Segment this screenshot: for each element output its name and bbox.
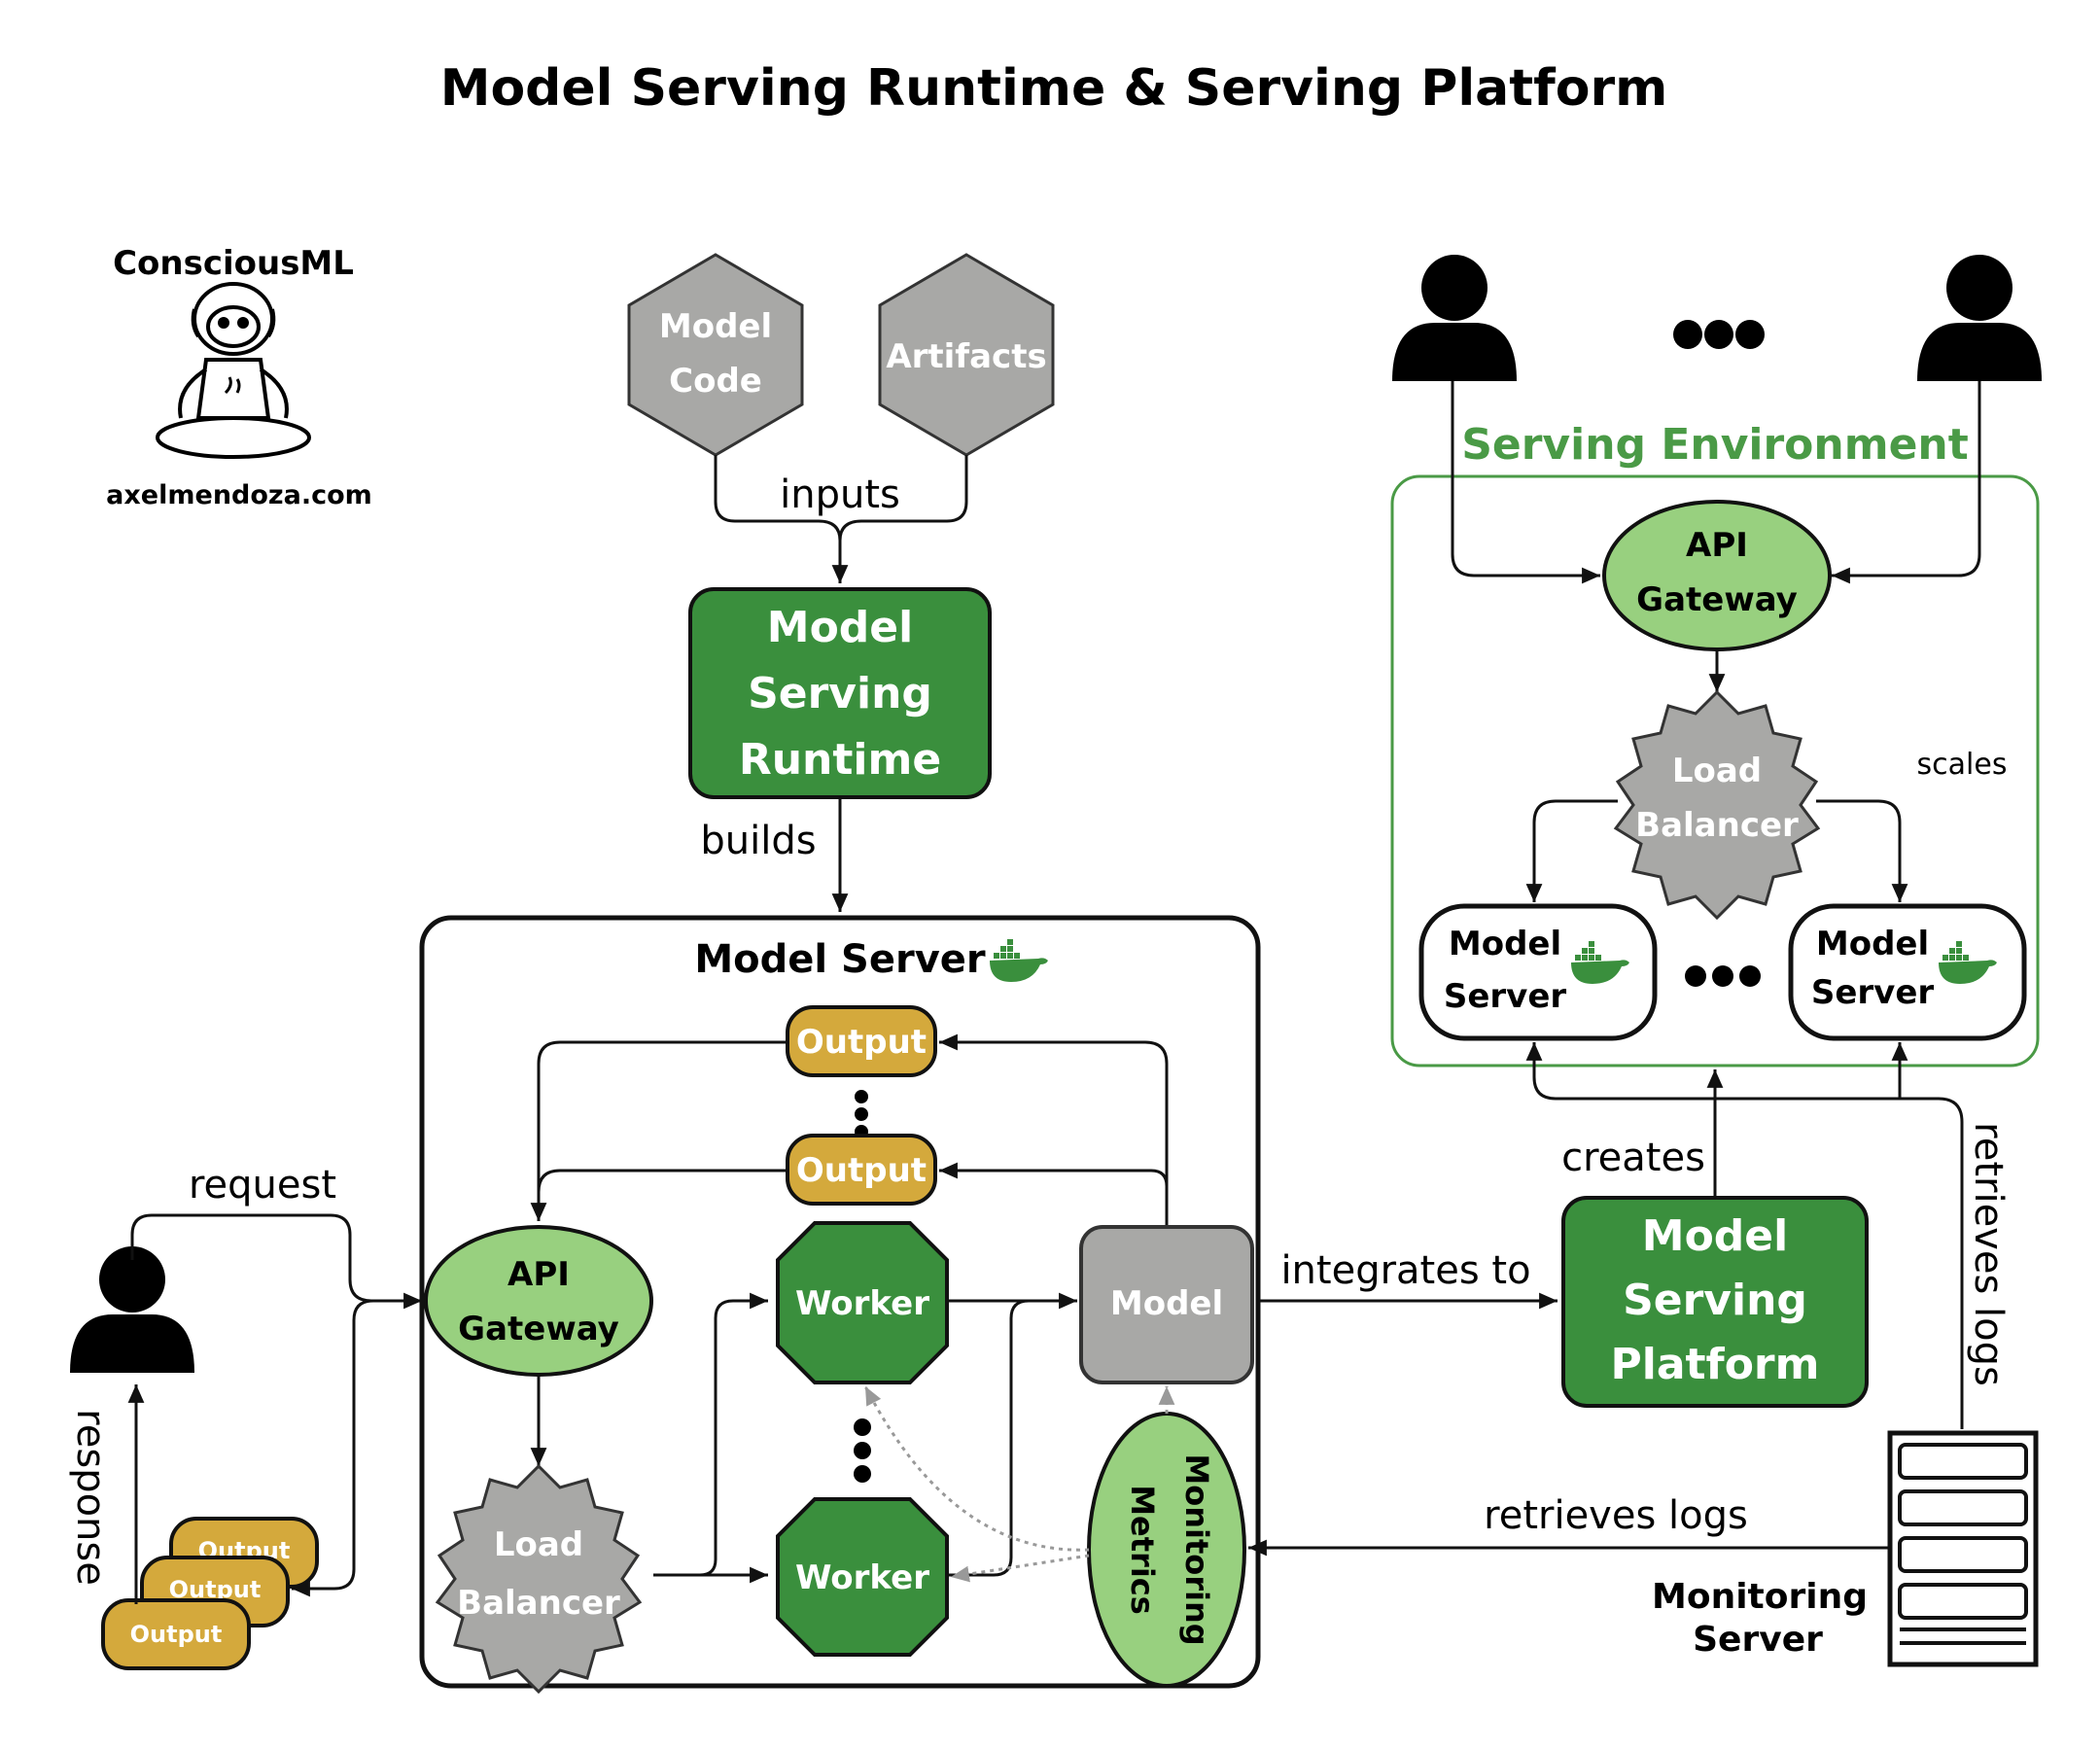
env-model-server-right-line-1: Model [1816, 925, 1929, 963]
retrieves-logs-horizontal-label: retrieves logs [1484, 1493, 1748, 1538]
runtime-line-3: Runtime [739, 735, 941, 785]
monitoring-line-1: Monitoring [1178, 1453, 1215, 1645]
artifacts-label: Artifacts [886, 337, 1046, 376]
serving-env-title: Serving Environment [1461, 420, 1969, 470]
env-load-balancer-line-1: Load [1672, 752, 1762, 790]
worker-octagon-top [776, 1221, 949, 1384]
robot-logo [156, 282, 311, 459]
platform-line-2: Serving [1623, 1276, 1807, 1325]
model-code-label-2: Code [669, 362, 762, 401]
load-balancer-starburst [435, 1463, 643, 1695]
monitoring-server-line-1: Monitoring [1652, 1577, 1868, 1617]
scales-label: scales [1917, 748, 2008, 782]
env-model-server-left [1418, 903, 1658, 1041]
output-pill-bottom-label: Output [796, 1151, 927, 1190]
client-output-1-label: Output [130, 1621, 223, 1648]
env-load-balancer-line-2: Balancer [1635, 806, 1799, 845]
builds-label: builds [700, 819, 816, 863]
page-title: Model Serving Runtime & Serving Platform [440, 59, 1668, 118]
env-api-gateway-line-1: API [1686, 526, 1748, 565]
brand-name: ConsciousML [113, 244, 354, 283]
env-api-gateway-line-2: Gateway [1636, 580, 1798, 619]
client-user-icon [70, 1246, 194, 1373]
model-box-label: Model [1110, 1284, 1223, 1323]
env-model-server-right [1788, 903, 2027, 1041]
docker-whale-icon [990, 939, 1048, 982]
model-server-title: Model Server [694, 937, 986, 982]
runtime-line-1: Model [767, 603, 913, 652]
monitoring-metrics-ellipse [1087, 1412, 1246, 1688]
env-user-icon-left [1392, 255, 1517, 381]
request-label: request [189, 1163, 336, 1208]
worker-top-label: Worker [795, 1284, 929, 1323]
platform-line-3: Platform [1611, 1340, 1820, 1389]
api-gateway-line-2: Gateway [458, 1310, 619, 1348]
env-user-icon-right [1917, 255, 2042, 381]
worker-bottom-label: Worker [795, 1558, 929, 1597]
response-label: response [68, 1409, 113, 1586]
load-balancer-line-2: Balancer [457, 1584, 620, 1623]
api-gateway-ellipse [424, 1225, 653, 1377]
api-gateway-line-1: API [508, 1255, 570, 1294]
env-model-server-right-line-2: Server [1811, 973, 1935, 1012]
monitoring-line-2: Metrics [1124, 1485, 1161, 1615]
creates-label: creates [1561, 1136, 1705, 1180]
retrieves-logs-vertical-label: retrieves logs [1966, 1122, 2011, 1386]
integrates-to-label: integrates to [1280, 1248, 1530, 1293]
model-box [1079, 1225, 1254, 1384]
env-model-server-left-line-1: Model [1449, 925, 1561, 963]
monitoring-server-line-2: Server [1693, 1620, 1823, 1660]
brand-site: axelmendoza.com [106, 480, 372, 510]
runtime-line-2: Serving [748, 669, 932, 718]
server-rack-icon [1887, 1430, 2039, 1667]
load-balancer-line-1: Load [494, 1525, 583, 1564]
client-output-1 [101, 1598, 251, 1670]
output-pill-top-label: Output [796, 1023, 927, 1062]
env-load-balancer-starburst [1613, 689, 1821, 921]
env-api-gateway-ellipse [1602, 500, 1832, 651]
inputs-label: inputs [780, 472, 900, 517]
model-code-hexagon [627, 253, 804, 457]
serving-env-container [1390, 474, 2040, 1068]
model-code-label-1: Model [659, 307, 772, 346]
worker-octagon-bottom [776, 1497, 949, 1657]
platform-line-1: Model [1642, 1211, 1788, 1261]
env-model-server-left-line-2: Server [1444, 977, 1567, 1016]
